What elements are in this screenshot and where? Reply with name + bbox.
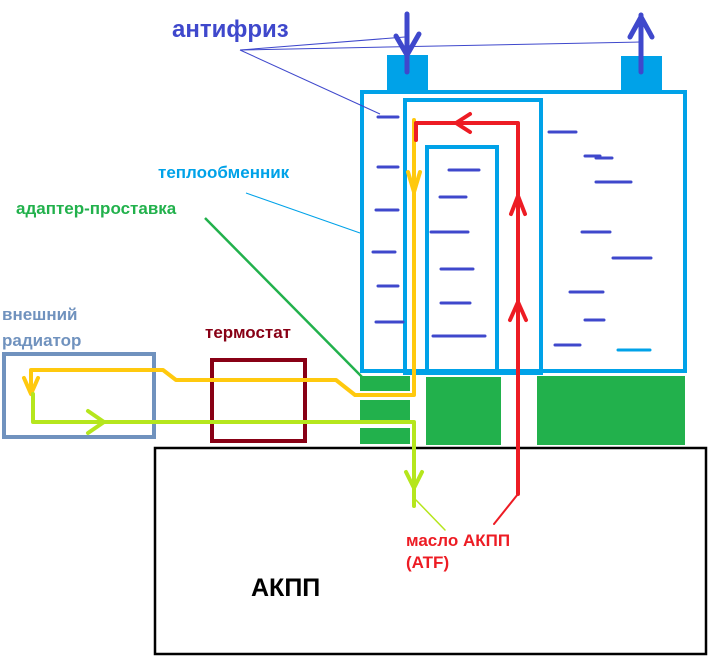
heat-exchanger (360, 90, 687, 375)
heat-exchanger-outer (360, 90, 687, 373)
external-radiator (2, 352, 156, 439)
heat-exchanger-core (425, 145, 499, 375)
cool-oil-return-arrow (404, 470, 424, 490)
atf-arrow-head-upper (509, 194, 527, 216)
cool-oil-line (31, 392, 416, 508)
atf-arrow-head-lower (508, 300, 528, 322)
antifreeze-ports (387, 55, 662, 91)
cool-oil-pointer (415, 499, 446, 531)
antifreeze-callout-inlet (239, 36, 406, 51)
adapter-block-mid-left (360, 400, 410, 420)
atf-label-line2: (ATF) (406, 553, 450, 572)
atf-label: масло АКПП (ATF) (406, 530, 510, 574)
heat-exchanger-label: теплообменник (158, 163, 290, 182)
antifreeze-label: антифриз (172, 16, 289, 43)
antifreeze-inlet-arrow (393, 11, 422, 75)
cool-oil-path (31, 392, 446, 531)
hot-oil-arrow-head (406, 170, 422, 194)
antifreeze-callout-outlet (239, 41, 641, 51)
atf-path (414, 112, 528, 525)
atf-line (414, 121, 520, 496)
external-radiator-label: внешний радиатор (2, 302, 81, 354)
cool-oil-radiator-arrow (86, 409, 106, 435)
antifreeze-arrows (393, 11, 655, 75)
adapter-callout (204, 217, 364, 379)
external-radiator-label-line1: внешний (2, 305, 78, 324)
adapter-block-right (537, 376, 685, 445)
transmission-housing (153, 446, 708, 656)
external-radiator-label-line2: радиатор (2, 331, 82, 350)
adapter-spacer (360, 376, 685, 445)
antifreeze-dashes (371, 115, 653, 352)
atf-arrow-head-top (454, 112, 472, 134)
adapter-block-bottom-left (360, 428, 410, 444)
callout-lines (204, 36, 641, 379)
antifreeze-inlet-arrow-head (393, 31, 422, 58)
thermostat-label: термостат (205, 323, 292, 342)
antifreeze-outlet-arrow (627, 12, 655, 75)
thermostat (210, 358, 307, 443)
hot-oil-line (29, 118, 416, 397)
adapter-spacer-label: адаптер-проставка (16, 199, 177, 218)
heat-exchanger-callout (245, 192, 361, 234)
adapter-block-top-left (360, 376, 410, 391)
antifreeze-callouts (239, 36, 641, 115)
antifreeze-outlet-arrow-head (627, 14, 655, 40)
transmission-label: АКПП (251, 574, 321, 602)
antifreeze-callout-dash (239, 49, 381, 115)
atf-pointer (493, 493, 519, 525)
adapter-block-center (426, 377, 501, 445)
atf-label-line1: масло АКПП (406, 531, 511, 550)
